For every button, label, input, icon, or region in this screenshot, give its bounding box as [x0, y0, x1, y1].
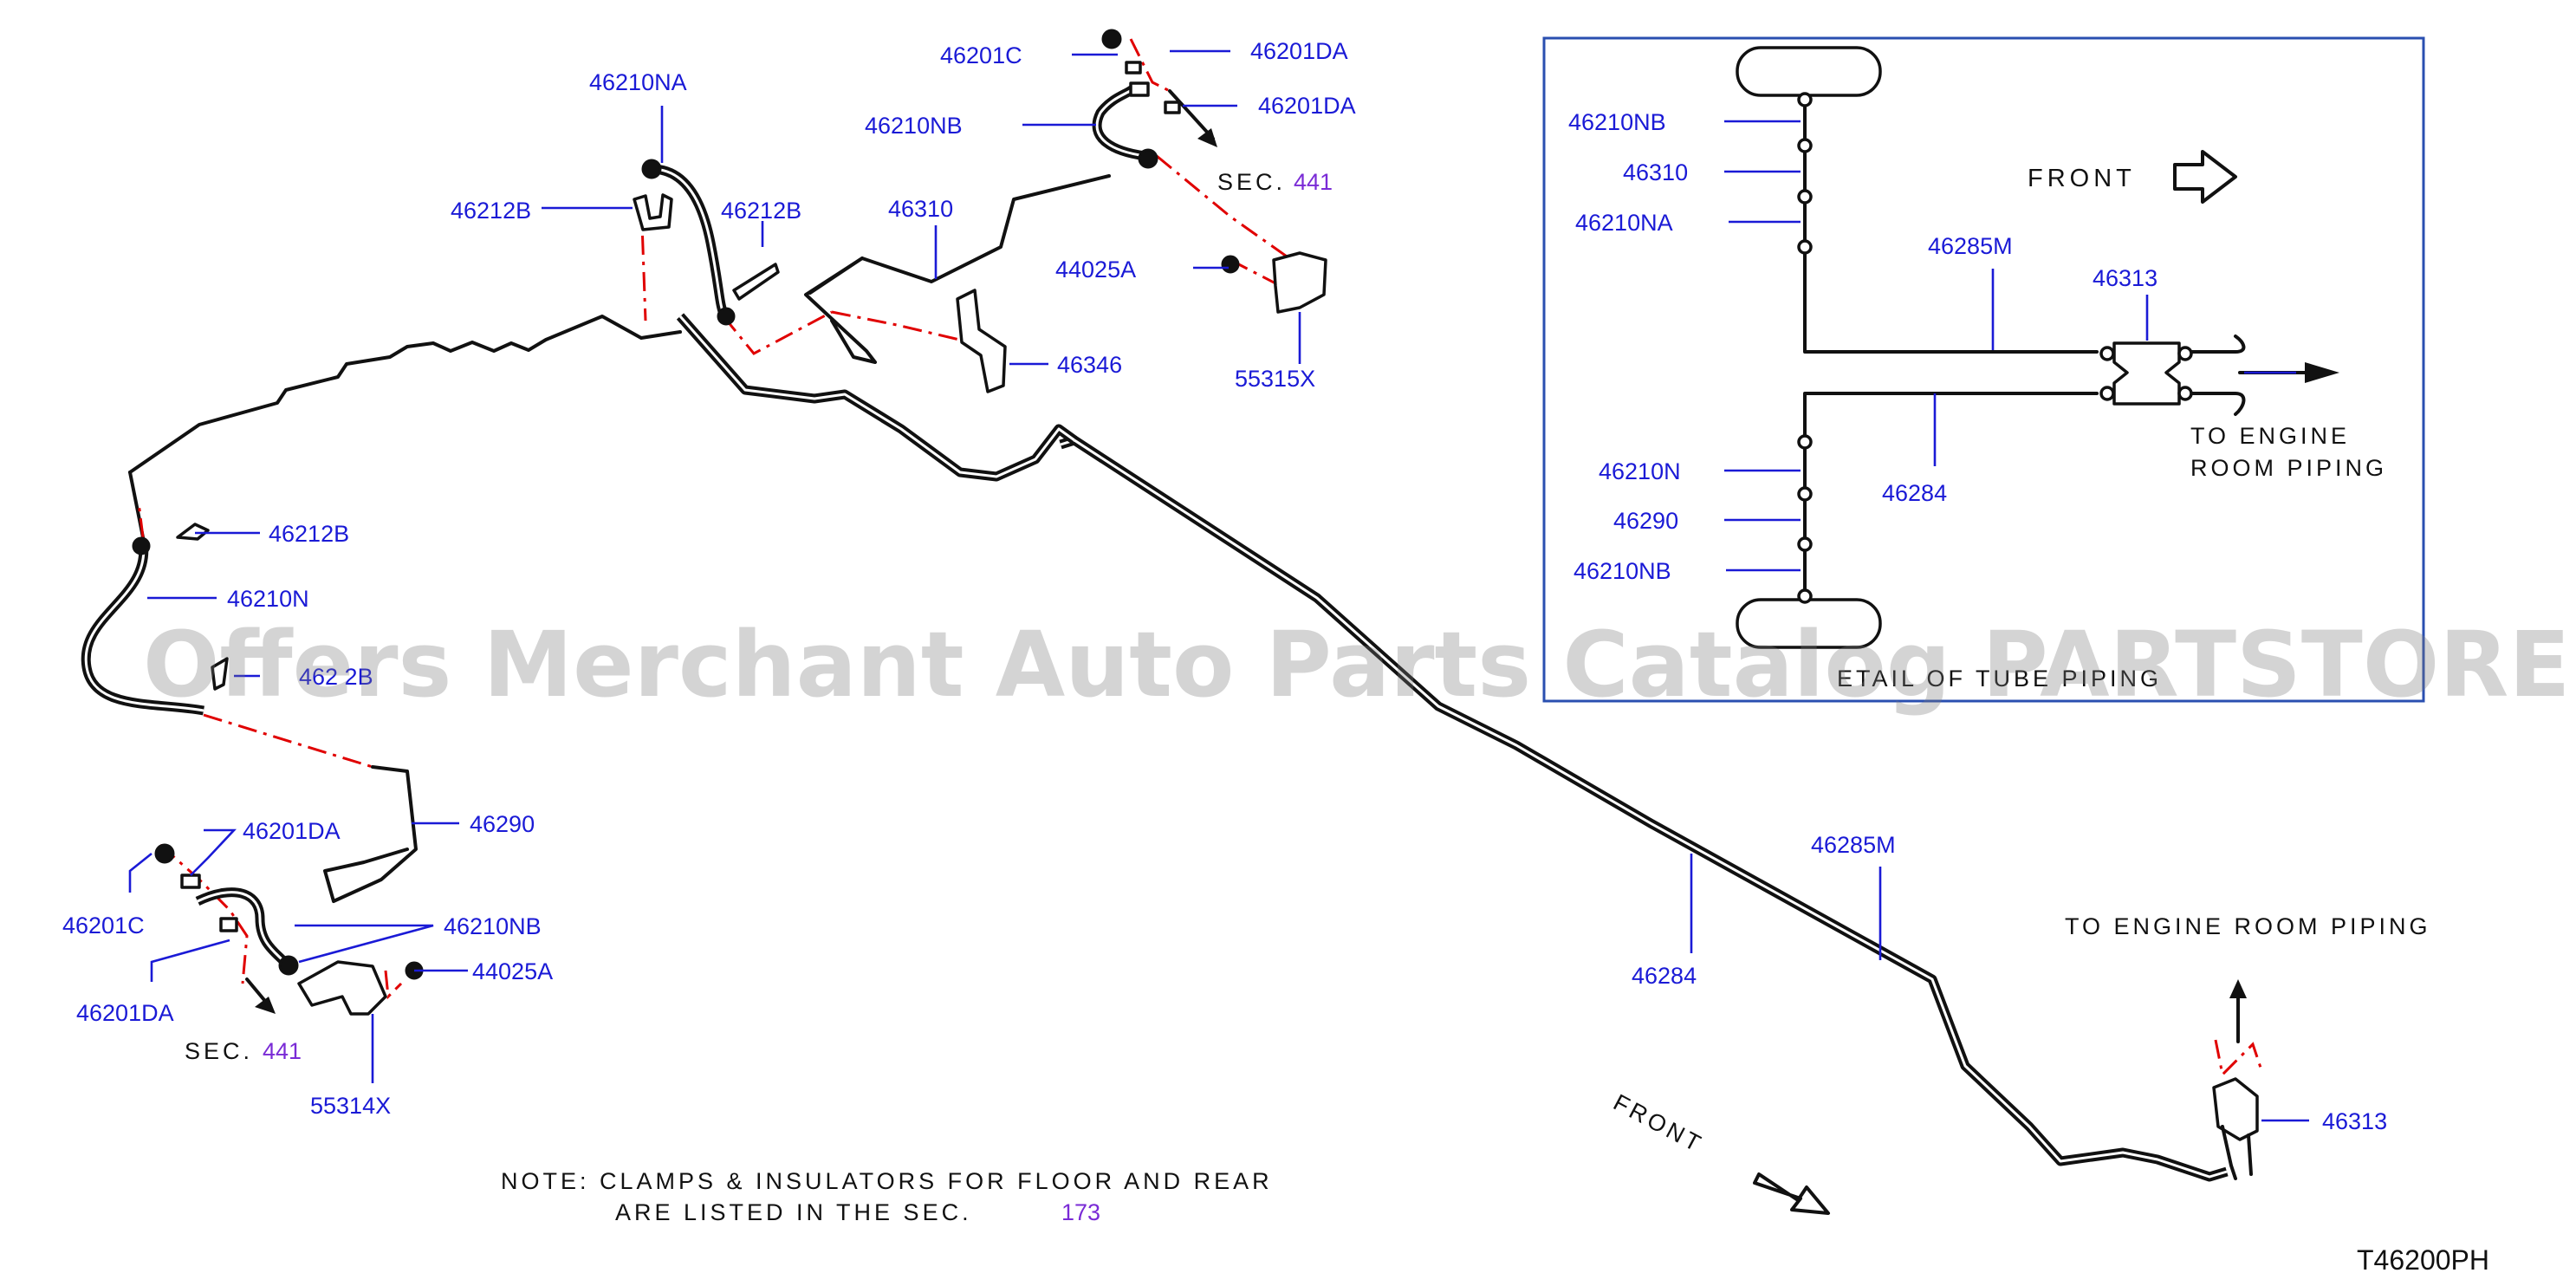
bracket-55315X [1221, 251, 1327, 314]
callout-46210NA: 46210NA [589, 69, 687, 95]
note-line-2: ARE LISTED IN THE SEC. [615, 1199, 972, 1225]
to-engine-room-label: TO ENGINE ROOM PIPING [2065, 913, 2431, 939]
clip-46212B-left [132, 523, 229, 691]
detail-callout-46210N: 46210N [1599, 458, 1681, 484]
main-brake-tube [81, 174, 2229, 1182]
connector-46313-main [2212, 1077, 2259, 1180]
bracket-55314X [297, 960, 424, 1016]
detail-callout-46313: 46313 [2093, 265, 2157, 291]
clip-46212B-top-right [732, 263, 780, 301]
diagram-code: T46200PH [2357, 1244, 2489, 1276]
sec-label: SEC. [185, 1038, 253, 1064]
detail-callout-46284: 46284 [1882, 480, 1947, 506]
detail-inset: 46210NB 46310 46210NA 46285M 46313 46210… [1542, 36, 2425, 703]
clip-46212B-top-left [633, 193, 673, 231]
front-label: FRONT [1609, 1089, 1708, 1159]
bracket-46346 [956, 289, 1007, 393]
note-line-1: NOTE: CLAMPS & INSULATORS FOR FLOOR AND … [501, 1168, 1273, 1194]
detail-frame [1542, 36, 2425, 703]
bottom-left-hose-46210NB [154, 843, 299, 976]
callout-46201DA: 46201DA [76, 1000, 174, 1026]
callout-44025A: 44025A [472, 958, 553, 984]
watermark: Offers Merchant Auto Parts Catalog PARTS… [143, 612, 2576, 718]
callout-55315X: 55315X [1235, 366, 1315, 392]
detail-to-engine-1: TO ENGINE [2190, 423, 2350, 449]
callout-46210NB: 46210NB [865, 113, 963, 139]
callout-46284: 46284 [1632, 963, 1697, 989]
callout-46313: 46313 [2322, 1108, 2387, 1134]
sec-label: SEC. [1217, 169, 1286, 195]
callout-55314X: 55314X [310, 1093, 391, 1119]
callout-46212B: 46212B [269, 521, 349, 547]
callout-46201DA: 46201DA [1250, 38, 1348, 64]
top-right-hose-46210NB [1092, 29, 1181, 169]
note-sec-number: 173 [1061, 1199, 1100, 1225]
detail-callout-46210NA: 46210NA [1575, 210, 1673, 236]
detail-front-label: FRONT [2028, 165, 2136, 192]
detail-callout-46210NB: 46210NB [1568, 109, 1666, 135]
callout-46210N: 46210N [227, 586, 309, 612]
detail-callout-46310: 46310 [1623, 159, 1688, 185]
callout-46212B: 46212B [721, 198, 801, 224]
detail-caption: ETAIL OF TUBE PIPING [1837, 666, 2162, 692]
callout-46212B-partial: 462 2B [299, 664, 373, 690]
callout-46201DA: 46201DA [1258, 93, 1356, 119]
callout-44025A: 44025A [1055, 257, 1136, 283]
notes: TO ENGINE ROOM PIPING FRONT NOTE: CLAMPS… [501, 913, 2489, 1276]
arrows [245, 89, 2247, 1215]
callout-46201C: 46201C [940, 42, 1022, 68]
callout-46201DA: 46201DA [243, 818, 341, 844]
callout-46210NB: 46210NB [444, 913, 542, 939]
callout-46290: 46290 [470, 811, 535, 837]
sec-number: 441 [263, 1038, 302, 1064]
detail-callout-46210NB: 46210NB [1574, 558, 1671, 584]
detail-callout-46285M: 46285M [1928, 233, 2013, 259]
top-hose-46210NA [641, 159, 736, 326]
section-refs: SEC. 441 SEC. 441 [185, 169, 1333, 1064]
callout-46285M: 46285M [1811, 832, 1896, 858]
callout-46201C: 46201C [62, 913, 145, 939]
callout-46346: 46346 [1057, 352, 1122, 378]
callout-46212B: 46212B [451, 198, 531, 224]
callout-labels: 46210NA 46212B 46212B 46201C 46201DA 462… [62, 38, 2387, 1134]
detail-callout-46290: 46290 [1613, 508, 1678, 534]
front-wheel [1736, 46, 1882, 97]
sec-number: 441 [1294, 169, 1333, 195]
detail-to-engine-2: ROOM PIPING [2190, 455, 2387, 481]
callout-leaders [128, 49, 2309, 1122]
callout-46310: 46310 [888, 196, 953, 222]
